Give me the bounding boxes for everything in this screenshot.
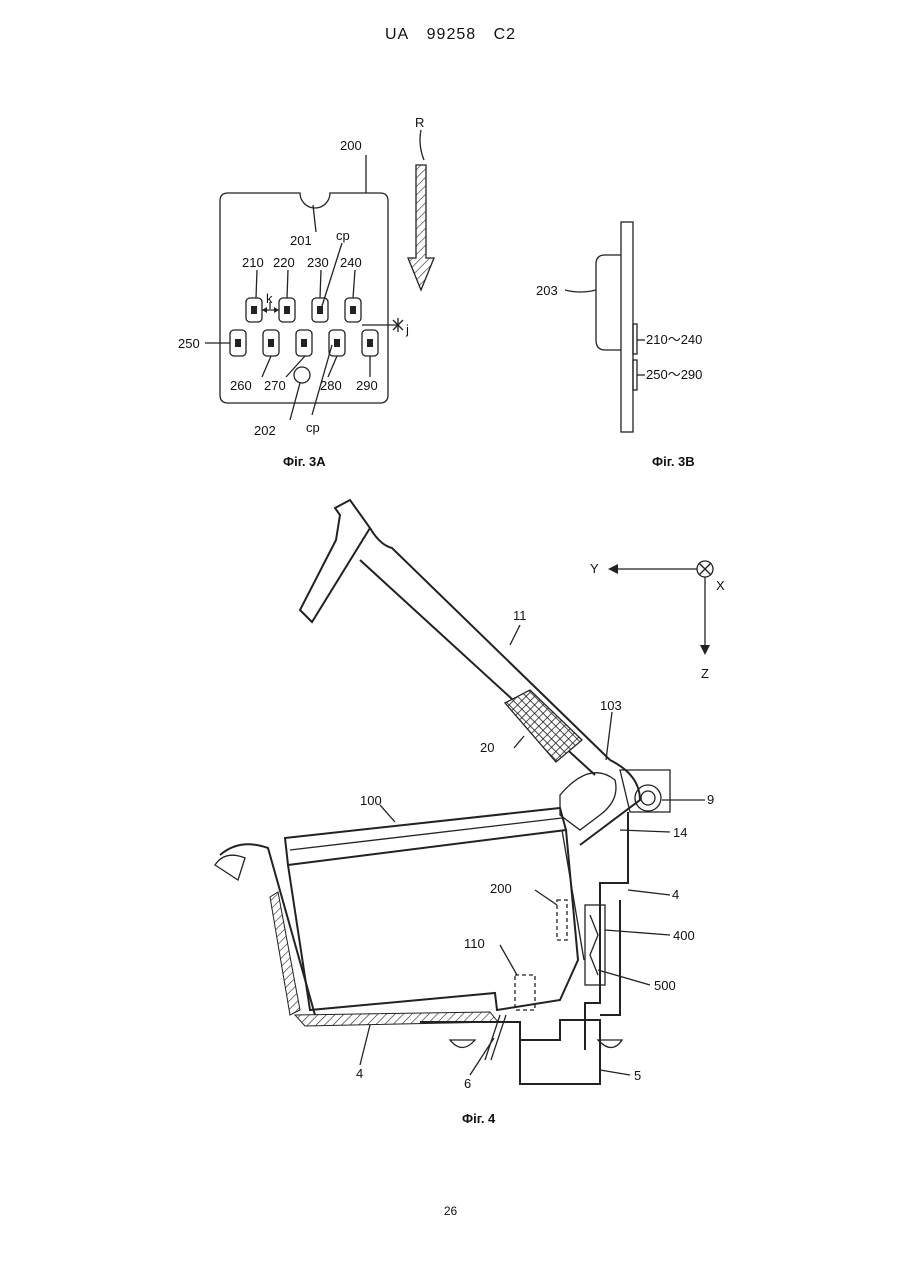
lever-arm [370, 528, 610, 760]
fig3b-drawing [565, 222, 645, 432]
label-290: 290 [356, 378, 378, 393]
label-14: 14 [673, 825, 687, 840]
label-250-290: 250～290 [646, 367, 702, 382]
label-6: 6 [464, 1076, 471, 1091]
hook-103 [560, 773, 616, 830]
label-260: 260 [230, 378, 252, 393]
fig3a-drawing [205, 130, 434, 420]
lever-hook [300, 500, 370, 622]
fig4-drawing [215, 500, 713, 1084]
label-r: R [415, 115, 424, 130]
label-x: X [716, 578, 725, 593]
insertion-direction-arrow [408, 165, 434, 290]
label-103: 103 [600, 698, 622, 713]
frame-bottom [295, 1012, 498, 1026]
label-230: 230 [307, 255, 329, 270]
label-k: k [266, 291, 273, 306]
label-y: Y [590, 561, 599, 576]
caption-fig3a: Фіг. 3А [283, 454, 326, 469]
label-cp-top: cp [336, 228, 350, 243]
circuit-board-outline [220, 193, 388, 403]
label-210-240: 210～240 [646, 332, 702, 347]
label-200-fig4: 200 [490, 881, 512, 896]
label-240: 240 [340, 255, 362, 270]
contact-400 [585, 905, 605, 985]
pivot-9 [635, 785, 661, 811]
label-5: 5 [634, 1068, 641, 1083]
board-side-view [621, 222, 633, 432]
caption-fig4: Фіг. 4 [462, 1111, 496, 1126]
base-5 [420, 1020, 600, 1084]
label-j: j [405, 322, 409, 337]
label-4-bottom: 4 [356, 1066, 363, 1081]
label-203: 203 [536, 283, 558, 298]
label-20: 20 [480, 740, 494, 755]
label-11: 11 [513, 608, 527, 623]
label-400: 400 [673, 928, 695, 943]
label-110: 110 [464, 936, 485, 951]
cartridge-lid [285, 808, 566, 865]
page-number: 26 [0, 1204, 901, 1218]
front-flap [220, 844, 315, 1015]
label-250: 250 [178, 336, 200, 351]
label-500: 500 [654, 978, 676, 993]
label-100: 100 [360, 793, 382, 808]
label-cp-bottom: cp [306, 420, 320, 435]
label-200: 200 [340, 138, 362, 153]
label-220: 220 [273, 255, 295, 270]
terminals-lower-row [230, 330, 378, 356]
label-9: 9 [707, 792, 714, 807]
label-202: 202 [254, 423, 276, 438]
label-280: 280 [320, 378, 342, 393]
label-z: Z [701, 666, 709, 681]
board-hole [294, 367, 310, 383]
caption-fig3b: Фіг. 3В [652, 454, 695, 469]
label-201: 201 [290, 233, 312, 248]
board-200-dashed [557, 900, 567, 940]
memory-chip [596, 255, 621, 350]
label-4-right: 4 [672, 887, 679, 902]
label-270: 270 [264, 378, 286, 393]
label-210: 210 [242, 255, 264, 270]
